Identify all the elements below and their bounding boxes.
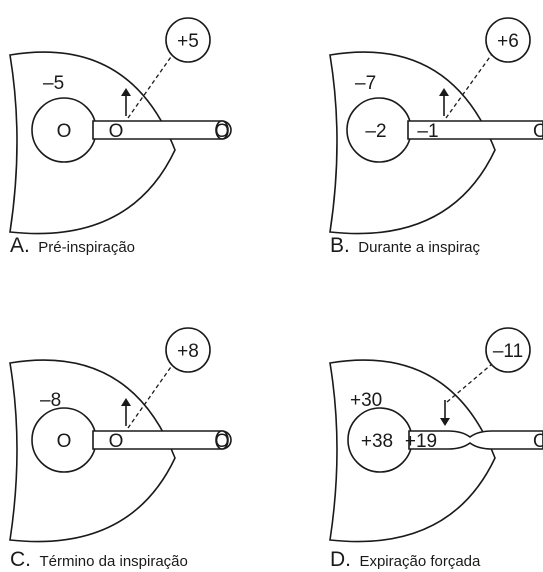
pleural-cavity-outline bbox=[329, 51, 496, 235]
external-pressure: +8 bbox=[177, 341, 199, 362]
external-pressure: –11 bbox=[493, 341, 523, 362]
pleural-pressure: –7 bbox=[355, 73, 376, 94]
external-pressure: +5 bbox=[177, 31, 199, 52]
arrow-head bbox=[440, 418, 450, 426]
external-pressure: +6 bbox=[497, 31, 519, 52]
alveolar-pressure: +38 bbox=[361, 431, 393, 452]
panel-letter: D. bbox=[330, 548, 351, 571]
pointer-line bbox=[127, 53, 174, 119]
external-pressure-bubble bbox=[165, 327, 211, 373]
panel-letter: A. bbox=[10, 234, 30, 257]
pleural-cavity-outline bbox=[9, 51, 176, 235]
alveolar-pressure: O bbox=[57, 121, 72, 142]
pleural-pressure: –8 bbox=[40, 390, 61, 411]
airway-pressure: +19 bbox=[405, 431, 437, 452]
arrow-head bbox=[439, 88, 449, 96]
mouth-pressure: O bbox=[533, 431, 543, 452]
mouth-pressure: O bbox=[533, 121, 543, 142]
panel-caption-text: Durante a inspiraç bbox=[358, 239, 480, 256]
airway-tube bbox=[407, 120, 543, 140]
panel-letter: C. bbox=[10, 548, 31, 571]
panel-caption: C. Término da inspiração bbox=[10, 548, 188, 571]
panel-c: +8 –8 O O O C. Término da inspiração bbox=[9, 327, 232, 571]
panel-caption: B. Durante a inspiraç bbox=[330, 234, 481, 257]
panel-a: +5 –5 O O O A. Pré-inspiração bbox=[9, 17, 232, 257]
pointer-line bbox=[127, 363, 174, 429]
pleural-cavity-outline bbox=[9, 359, 176, 543]
alveolar-pressure: O bbox=[57, 431, 72, 452]
external-pressure-bubble bbox=[485, 327, 531, 373]
airway-tube-end bbox=[215, 430, 229, 450]
airway-pressure: –1 bbox=[417, 121, 438, 142]
pleural-cavity-outline bbox=[329, 359, 496, 543]
panel-caption-text: Expiração forçada bbox=[359, 553, 481, 570]
airway-tube-end bbox=[215, 120, 229, 140]
pointer-line bbox=[446, 363, 493, 403]
compressed-airway-tube bbox=[408, 430, 543, 450]
arrow-head bbox=[121, 398, 131, 406]
pleural-pressure: –5 bbox=[43, 73, 64, 94]
alveolar-pressure: –2 bbox=[365, 121, 386, 142]
panel-b: +6 –7 –2 –1 O B. Durante a inspiraç bbox=[329, 17, 543, 257]
panel-caption: A. Pré-inspiração bbox=[10, 234, 135, 257]
external-pressure-bubble bbox=[165, 17, 211, 63]
arrow-head bbox=[121, 88, 131, 96]
panel-d: –11 +30 +38 +19 O D. Expiração forçada bbox=[329, 327, 543, 571]
panel-caption: D. Expiração forçada bbox=[330, 548, 481, 571]
panel-caption-text: Término da inspiração bbox=[39, 553, 187, 570]
external-pressure-bubble bbox=[485, 17, 531, 63]
mouth-pressure: O bbox=[215, 121, 230, 142]
pointer-line bbox=[445, 53, 493, 119]
pleural-pressure: +30 bbox=[350, 390, 382, 411]
airway-pressure: O bbox=[109, 121, 124, 142]
mouth-pressure: O bbox=[215, 431, 230, 452]
panel-letter: B. bbox=[330, 234, 350, 257]
airway-pressure: O bbox=[109, 431, 124, 452]
panel-caption-text: Pré-inspiração bbox=[38, 239, 135, 256]
